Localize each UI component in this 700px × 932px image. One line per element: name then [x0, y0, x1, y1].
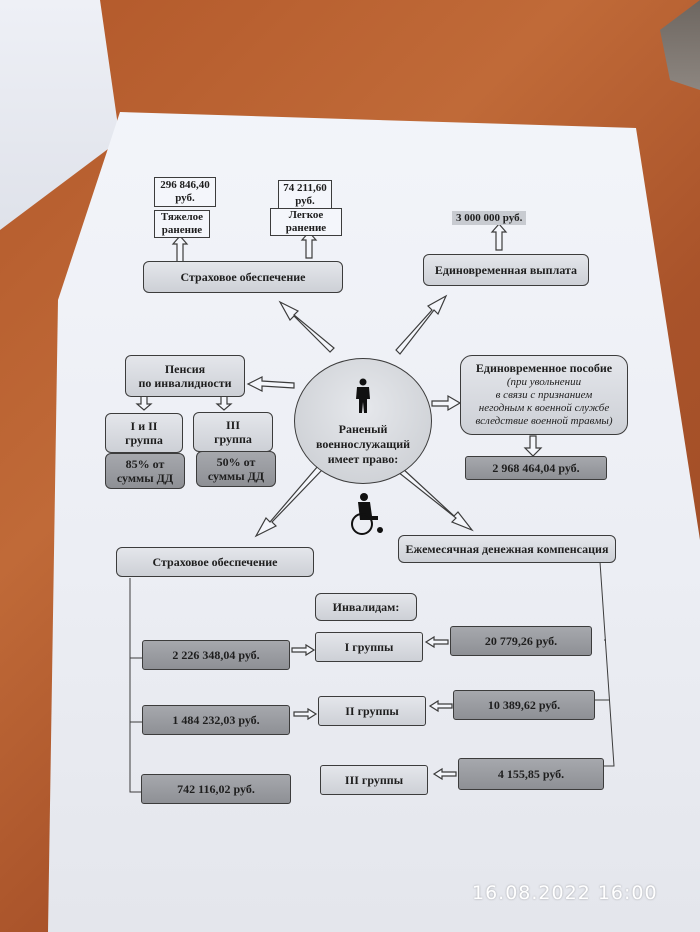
pension-group-3-label: III группа	[193, 412, 273, 452]
monthly-group-2-amount: 10 389,62 руб.	[453, 690, 595, 720]
arrow-to-insurance-bottom	[254, 465, 323, 538]
arrow-to-insurance-top	[278, 300, 335, 353]
bracket-right	[594, 561, 615, 767]
insurance-group-1-amount: 2 226 348,04 руб.	[142, 640, 290, 670]
monthly-group-3-amount: 4 155,85 руб.	[458, 758, 604, 790]
arrow-right-row1	[291, 643, 316, 657]
arrow-left-row2	[428, 699, 453, 713]
group-2-label: II группы	[318, 696, 426, 726]
monthly-group-1-amount: 20 779,26 руб.	[450, 626, 592, 656]
arrow-left-row3	[432, 767, 457, 781]
severe-injury-label: Тяжелое ранение	[154, 210, 210, 238]
arrow-right-row2	[293, 707, 318, 721]
bracket-left	[129, 578, 142, 793]
photo-timestamp: 16.08.2022 16:00	[472, 882, 658, 904]
disability-pension-box: Пенсия по инвалидности	[125, 355, 245, 397]
arrow-up-light	[300, 231, 318, 259]
arrow-to-monthly	[397, 467, 474, 532]
pension-group-1-2-value: 85% от суммы ДД	[105, 453, 185, 489]
lump-sum-allowance-box: Единовременное пособие (при увольнении в…	[460, 355, 628, 435]
insurance-group-3-amount: 742 116,02 руб.	[141, 774, 291, 804]
lump-sum-payment-amount: 3 000 000 руб.	[452, 211, 527, 225]
arrow-up-severe	[171, 235, 189, 263]
group-1-label: I группы	[315, 632, 423, 662]
lump-sum-allowance-amount: 2 968 464,04 руб.	[465, 456, 607, 480]
pension-group-3-value: 50% от суммы ДД	[196, 451, 276, 487]
arrow-to-pension	[246, 376, 295, 392]
arrow-to-allowance	[431, 394, 462, 412]
pension-group-1-2-label: I и II группа	[105, 413, 183, 453]
arrow-to-lumpsum-payment	[395, 294, 448, 355]
arrow-left-row1	[424, 635, 449, 649]
soldier-icon	[356, 378, 370, 413]
group-3-label: III группы	[320, 765, 428, 795]
insurance-top-box: Страховое обеспечение	[143, 261, 343, 293]
wheelchair-icon	[351, 493, 383, 535]
lump-sum-payment-box: Единовременная выплата	[423, 254, 589, 286]
severe-injury-amount: 296 846,40 руб.	[154, 177, 216, 207]
arrow-down-group3	[215, 395, 233, 411]
arrow-down-allowance	[523, 435, 543, 457]
arrow-up-lumpsum	[490, 223, 508, 251]
center-circle: Раненый военнослужащий имеет право:	[294, 358, 432, 484]
arrow-down-group12	[135, 395, 153, 411]
disabled-header-box: Инвалидам:	[315, 593, 417, 621]
monthly-compensation-box: Ежемесячная денежная компенсация	[398, 535, 616, 563]
insurance-bottom-box: Страховое обеспечение	[116, 547, 314, 577]
light-injury-amount: 74 211,60 руб.	[278, 180, 332, 210]
light-injury-label: Легкое ранение	[270, 208, 342, 236]
insurance-group-2-amount: 1 484 232,03 руб.	[142, 705, 290, 735]
